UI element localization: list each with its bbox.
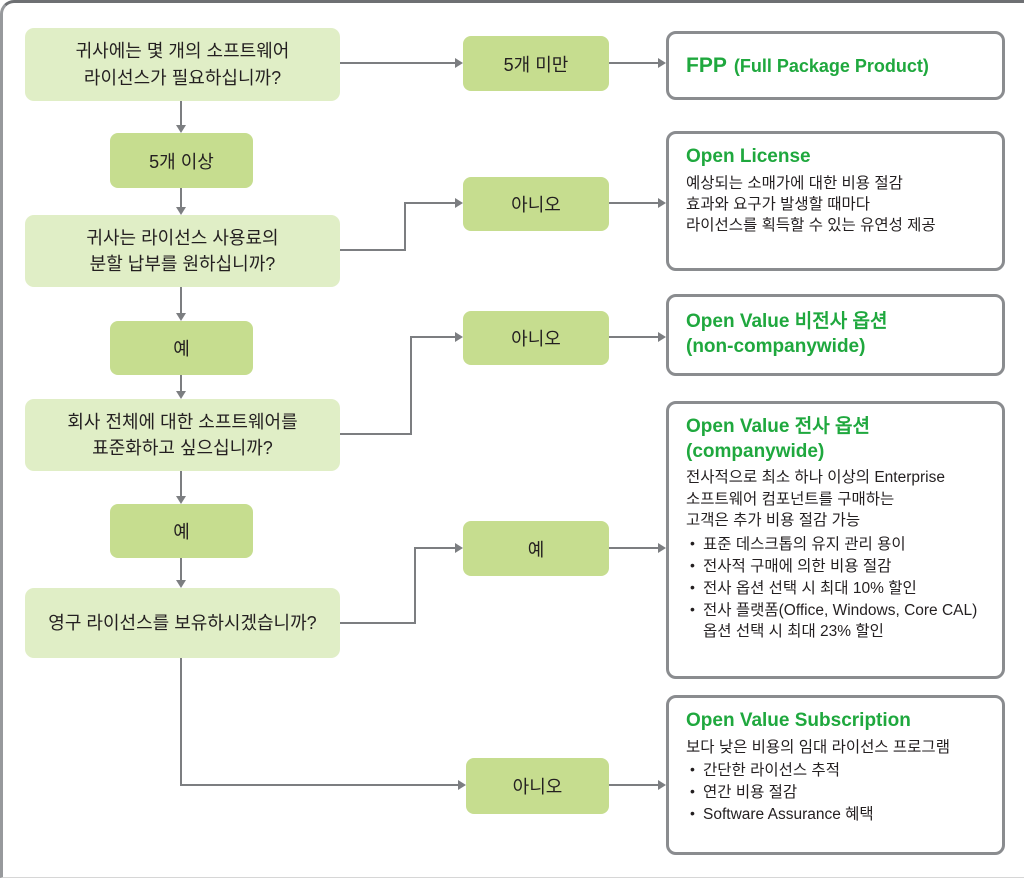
result-open-license: Open License 예상되는 소매가에 대한 비용 절감 효과와 요구가 … xyxy=(666,131,1005,271)
answer-yes-1: 예 xyxy=(110,321,253,375)
arrowhead-right-icon xyxy=(455,198,463,208)
connector-line xyxy=(609,547,659,549)
connector-line xyxy=(340,622,416,624)
question-perpetual-license: 영구 라이선스를 보유하시겠습니까? xyxy=(25,588,340,658)
arrowhead-right-icon xyxy=(455,543,463,553)
bullet-item: 전사 플랫폼(Office, Windows, Core CAL) 옵션 선택 … xyxy=(690,600,985,642)
connector-line xyxy=(609,202,659,204)
result-open-value-subscription-body: 보다 낮은 비용의 임대 라이선스 프로그램 xyxy=(686,738,950,756)
connector-line xyxy=(609,62,659,64)
bullet-item: Software Assurance 혜택 xyxy=(690,804,985,825)
arrowhead-right-icon xyxy=(458,780,466,790)
connector-line xyxy=(180,287,182,315)
result-open-value-companywide-body: 전사적으로 최소 하나 이상의 Enterprise 소프트웨어 컴포넌트를 구… xyxy=(686,469,945,530)
result-open-license-body: 예상되는 소매가에 대한 비용 절감 효과와 요구가 발생할 때마다 라이선스를… xyxy=(686,174,936,235)
connector-line xyxy=(340,62,457,64)
answer-no-2: 아니오 xyxy=(463,311,609,365)
answer-yes-3: 예 xyxy=(463,521,609,576)
result-fpp-title-main: FPP xyxy=(686,53,727,77)
connector-line xyxy=(405,202,457,204)
arrowhead-down-icon xyxy=(176,125,186,133)
arrowhead-right-icon xyxy=(658,780,666,790)
arrowhead-down-icon xyxy=(176,207,186,215)
result-open-value-non-companywide-title: Open Value 비전사 옵션 (non-companywide) xyxy=(686,311,888,357)
result-fpp-title-sub: (Full Package Product) xyxy=(733,55,929,76)
arrowhead-right-icon xyxy=(658,58,666,68)
connector-line xyxy=(340,249,406,251)
question-installment-payment: 귀사는 라이선스 사용료의 분할 납부를 원하십니까? xyxy=(25,215,340,287)
result-open-value-companywide: Open Value 전사 옵션 (companywide) 전사적으로 최소 … xyxy=(666,401,1005,679)
bullet-item: 표준 데스크톱의 유지 관리 용이 xyxy=(690,534,985,555)
connector-line xyxy=(180,101,182,127)
connector-line xyxy=(415,547,457,549)
result-open-value-companywide-bullets: 표준 데스크톱의 유지 관리 용이 전사적 구매에 의한 비용 절감 전사 옵션… xyxy=(686,534,985,642)
connector-line xyxy=(414,547,416,624)
arrowhead-down-icon xyxy=(176,580,186,588)
bullet-item: 전사적 구매에 의한 비용 절감 xyxy=(690,556,985,577)
question-standardize-companywide: 회사 전체에 대한 소프트웨어를 표준화하고 싶으십니까? xyxy=(25,399,340,471)
result-open-value-subscription-bullets: 간단한 라이선스 추적 연간 비용 절감 Software Assurance … xyxy=(686,760,985,825)
answer-no-1: 아니오 xyxy=(463,177,609,231)
result-fpp-title: FPP (Full Package Product) xyxy=(686,54,929,78)
arrowhead-down-icon xyxy=(176,496,186,504)
arrowhead-down-icon xyxy=(176,391,186,399)
connector-line xyxy=(410,336,412,435)
bullet-item: 전사 옵션 선택 시 최대 10% 할인 xyxy=(690,578,985,599)
answer-no-3: 아니오 xyxy=(466,758,609,814)
connector-line xyxy=(340,433,412,435)
connector-line xyxy=(609,336,659,338)
bullet-item: 간단한 라이선스 추적 xyxy=(690,760,985,781)
result-open-value-companywide-title: Open Value 전사 옵션 (companywide) xyxy=(686,416,870,462)
connector-line xyxy=(609,784,659,786)
result-open-value-non-companywide: Open Value 비전사 옵션 (non-companywide) xyxy=(666,294,1005,376)
connector-line xyxy=(180,188,182,209)
arrowhead-right-icon xyxy=(658,332,666,342)
result-open-license-title: Open License xyxy=(686,146,811,167)
arrowhead-right-icon xyxy=(658,543,666,553)
result-fpp: FPP (Full Package Product) xyxy=(666,31,1005,100)
arrowhead-right-icon xyxy=(455,58,463,68)
connector-line xyxy=(411,336,457,338)
connector-line xyxy=(180,471,182,498)
connector-line xyxy=(180,375,182,393)
answer-over-5: 5개 이상 xyxy=(110,133,253,188)
question-license-count: 귀사에는 몇 개의 소프트웨어 라이선스가 필요하십니까? xyxy=(25,28,340,101)
connector-line xyxy=(404,202,406,251)
answer-under-5: 5개 미만 xyxy=(463,36,609,91)
bullet-item: 연간 비용 절감 xyxy=(690,782,985,803)
arrowhead-right-icon xyxy=(455,332,463,342)
connector-line xyxy=(180,784,460,786)
connector-line xyxy=(180,658,182,786)
answer-yes-2: 예 xyxy=(110,504,253,558)
arrowhead-right-icon xyxy=(658,198,666,208)
connector-line xyxy=(180,558,182,582)
result-open-value-subscription-title: Open Value Subscription xyxy=(686,710,911,731)
result-open-value-subscription: Open Value Subscription 보다 낮은 비용의 임대 라이선… xyxy=(666,695,1005,855)
arrowhead-down-icon xyxy=(176,313,186,321)
